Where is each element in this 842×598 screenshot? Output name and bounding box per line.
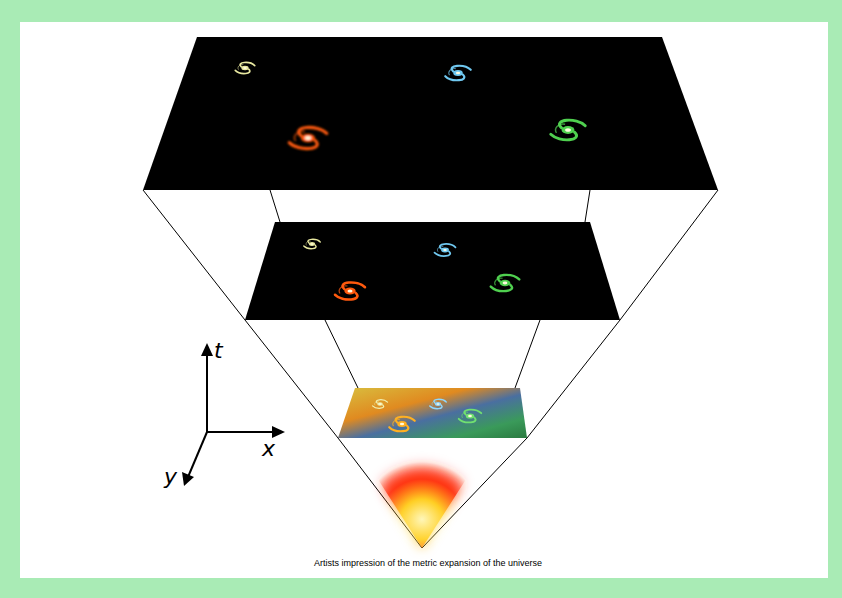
figure-caption: Artists impression of the metric expansi… [314,559,542,569]
time-axis-label: t [214,340,223,362]
x-axis-label: x [262,438,275,460]
y-axis-label: y [164,466,177,488]
